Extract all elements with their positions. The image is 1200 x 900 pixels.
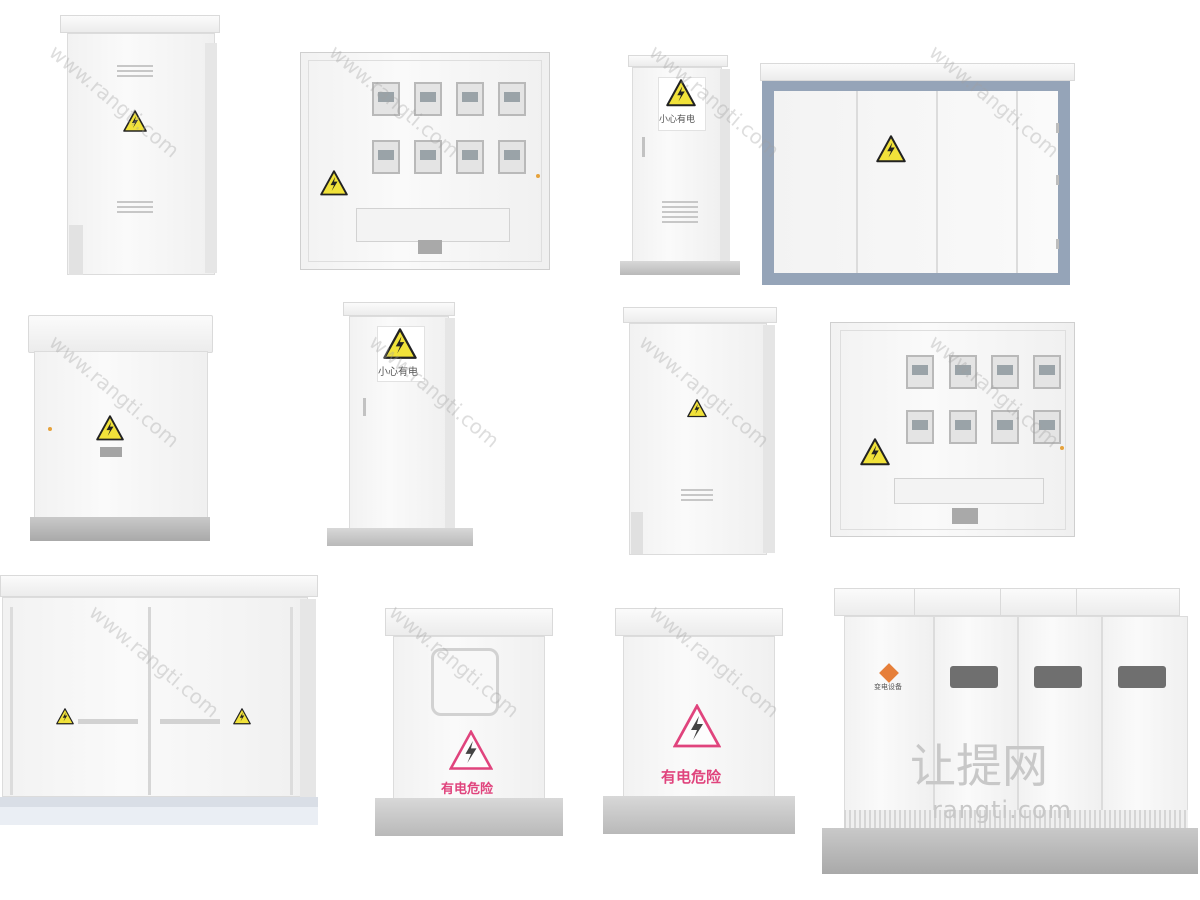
cabinet-body bbox=[934, 616, 1018, 830]
concrete-base bbox=[620, 261, 740, 275]
meter-box-8-b bbox=[830, 322, 1075, 537]
viewing-window bbox=[1118, 666, 1166, 688]
concrete-base bbox=[822, 828, 1198, 874]
meter-box-8 bbox=[300, 52, 550, 270]
electric-meter bbox=[906, 410, 934, 444]
cabinet-body bbox=[629, 323, 767, 555]
warning-caption: 小心有电 bbox=[659, 115, 696, 125]
tall-outdoor-cabinet bbox=[55, 15, 225, 280]
cabinet-roof bbox=[60, 15, 220, 33]
watermark-logo: 让提网 bbox=[910, 739, 1048, 793]
electric-meter bbox=[906, 355, 934, 389]
danger-caption: 有电危险 bbox=[441, 782, 494, 797]
electric-meter bbox=[949, 355, 977, 389]
cabinet-roof bbox=[760, 63, 1075, 81]
electric-meter bbox=[414, 140, 442, 174]
cabinet-body bbox=[67, 33, 215, 275]
concrete-base bbox=[375, 798, 563, 836]
cabinet-roof bbox=[0, 575, 318, 597]
electric-meter bbox=[991, 355, 1019, 389]
electric-meter bbox=[414, 82, 442, 116]
cabinet-roof bbox=[615, 608, 783, 636]
warning-sign-icon bbox=[673, 704, 721, 748]
electric-meter bbox=[498, 82, 526, 116]
warning-sign-icon bbox=[860, 438, 890, 466]
electric-meter bbox=[456, 82, 484, 116]
viewing-window bbox=[1034, 666, 1082, 688]
warning-sign-icon bbox=[233, 708, 251, 725]
watermark-url: rangti.com bbox=[932, 796, 1072, 824]
warning-caption: 小心有电 bbox=[378, 367, 418, 378]
equipment-label: 变电设备 bbox=[874, 683, 902, 691]
double-door-container-cabinet bbox=[0, 575, 320, 827]
box-substation-blue-frame bbox=[760, 63, 1075, 285]
electric-meter bbox=[372, 82, 400, 116]
warning-sign-icon bbox=[96, 415, 124, 441]
cabinet-roof bbox=[28, 315, 213, 353]
concrete-base bbox=[327, 528, 473, 546]
cabinet-roof bbox=[914, 588, 1012, 616]
concrete-base bbox=[603, 796, 795, 834]
cabinet-roof bbox=[623, 307, 777, 323]
electric-meter bbox=[991, 410, 1019, 444]
electric-meter bbox=[456, 140, 484, 174]
warning-sign-icon bbox=[876, 135, 906, 163]
cabinet-with-window: 有电危险 bbox=[375, 608, 565, 838]
warning-sign-icon bbox=[449, 730, 493, 770]
four-section-substation: 变电设备 bbox=[822, 580, 1200, 880]
cabinet-roof bbox=[1076, 588, 1180, 616]
cabinet-roof bbox=[385, 608, 553, 636]
cabinet-with-warning-caption: 小心有电 bbox=[325, 302, 475, 547]
cabinet-roof bbox=[343, 302, 455, 316]
cabinet-danger-sign: 有电危险 bbox=[603, 608, 803, 838]
outdoor-cabinet-gray-base bbox=[28, 315, 213, 543]
electric-meter bbox=[372, 140, 400, 174]
cabinet-body bbox=[1102, 616, 1188, 830]
danger-caption: 有电危险 bbox=[661, 768, 722, 786]
electric-meter bbox=[1033, 355, 1061, 389]
concrete-base bbox=[30, 517, 210, 541]
warning-sign-icon bbox=[56, 708, 74, 725]
tall-cabinet-side-panel bbox=[615, 307, 785, 559]
cabinet-body bbox=[844, 616, 934, 830]
electric-meter bbox=[1033, 410, 1061, 444]
cabinet-body bbox=[2, 597, 308, 797]
viewing-window bbox=[950, 666, 998, 688]
warning-sign-icon bbox=[320, 170, 348, 196]
electric-meter bbox=[498, 140, 526, 174]
narrow-cabinet-with-sign: 小心有电 bbox=[620, 55, 740, 275]
cabinet-roof bbox=[628, 55, 728, 67]
electric-meter bbox=[949, 410, 977, 444]
